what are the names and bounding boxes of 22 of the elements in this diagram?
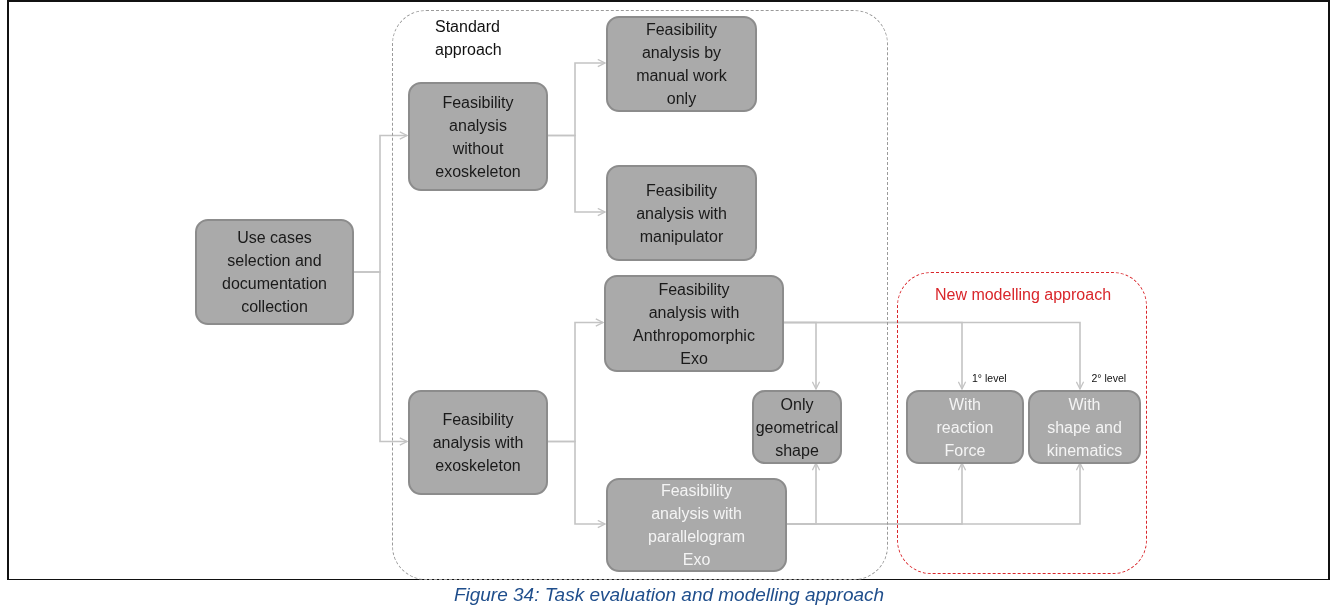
- process-box: Use cases selection and documentation collection: [195, 219, 354, 325]
- process-box: Feasibility analysis with exoskeleton: [408, 390, 548, 495]
- arrow: [782, 321, 1085, 390]
- process-box: Feasibility analysis with manipulator: [606, 165, 757, 261]
- arrow: [353, 271, 408, 446]
- dashed-group-frame: [897, 272, 1147, 574]
- process-box: Feasibility analysis by manual work only: [606, 16, 757, 112]
- process-box: With reaction Force: [906, 390, 1024, 464]
- level-label: 1° level: [972, 372, 1007, 384]
- arrow: [546, 440, 606, 529]
- group-title: Standard approach: [435, 17, 503, 60]
- process-box: Feasibility analysis without exoskeleton: [408, 82, 548, 191]
- process-box: Only geometrical shape: [752, 390, 842, 464]
- process-box: Feasibility analysis with Anthropomorphic Exo: [604, 275, 784, 372]
- arrow: [785, 462, 1085, 525]
- process-box: Feasibility analysis with parallelogram Exo: [606, 478, 787, 572]
- arrow: [546, 134, 606, 217]
- group-title: New modelling approach: [933, 285, 1113, 305]
- figure-caption: Figure 34: Task evaluation and modelling approach: [453, 584, 885, 605]
- process-box: With shape and kinematics: [1028, 390, 1141, 464]
- level-label: 2° level: [1091, 372, 1127, 384]
- dashed-group-frame: [392, 10, 888, 580]
